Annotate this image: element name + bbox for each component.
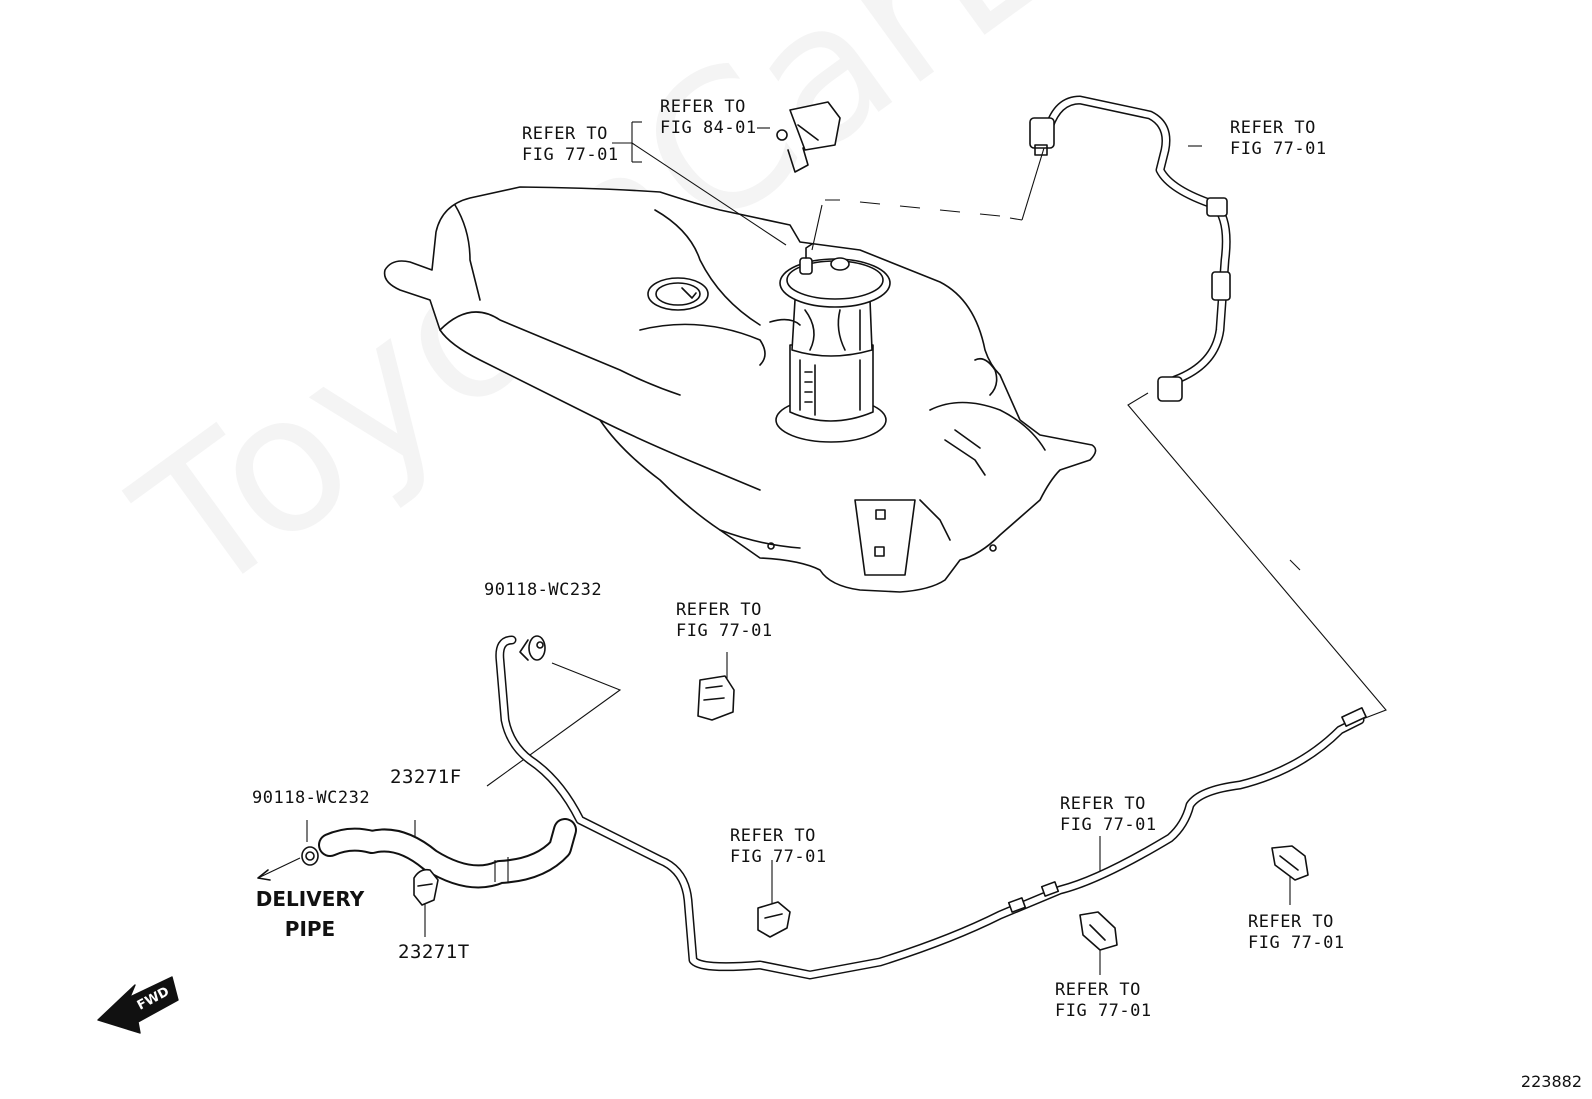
pipe-clip-mid <box>1079 911 1118 951</box>
delivery-pipe-arrow <box>257 857 301 881</box>
fwd-arrow-icon: FWD <box>97 976 179 1034</box>
connector-bracket <box>776 101 841 173</box>
vent-hose <box>1029 95 1231 402</box>
leader-lines <box>306 121 1387 975</box>
part-number-clamp-lower: 90118-WC232 <box>252 788 371 808</box>
part-number-clamp-upper: 90118-WC232 <box>484 580 603 600</box>
part-number-hose: 23271F <box>390 766 462 788</box>
part-number-protector: 23271T <box>398 941 470 963</box>
fuel-pipe <box>495 635 1367 980</box>
pipe-clip-right <box>1271 845 1309 881</box>
clamp-lower <box>301 846 319 866</box>
hose-protector <box>413 868 439 906</box>
connector-clip <box>697 675 735 721</box>
diagram-number: 223882 <box>1520 1072 1582 1091</box>
fuel-hose-23271f <box>318 818 577 889</box>
fuel-tank <box>383 186 1097 593</box>
clamp-upper <box>519 635 546 661</box>
pipe-clip-left <box>757 901 791 938</box>
